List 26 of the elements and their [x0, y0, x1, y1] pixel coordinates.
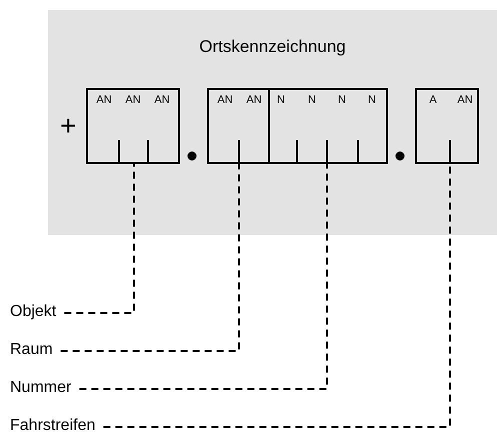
character-field-box — [268, 88, 388, 164]
character-type: AN — [457, 94, 473, 106]
leader-line — [79, 164, 328, 390]
character-field-box — [207, 88, 270, 164]
character-type: AN — [246, 94, 262, 106]
character-type: N — [277, 94, 285, 106]
character-type: N — [308, 94, 316, 106]
character-type: AN — [217, 94, 233, 106]
character-type: N — [368, 94, 376, 106]
field-label: Objekt — [10, 302, 56, 322]
character-type: AN — [96, 94, 112, 106]
panel-background — [48, 10, 497, 235]
leader-line — [64, 164, 135, 314]
character-type: AN — [125, 94, 141, 106]
panel-title: Ortskennzeichnung — [198, 37, 347, 57]
leader-line — [103, 164, 451, 428]
character-type: A — [429, 94, 437, 106]
field-label: Raum — [10, 340, 53, 360]
character-type: N — [338, 94, 346, 106]
character-field-box — [86, 88, 180, 164]
field-label: Nummer — [10, 378, 72, 398]
character-field-box — [415, 88, 479, 164]
field-label: Fahrstreifen — [10, 416, 96, 436]
leader-line — [60, 164, 240, 352]
plus-sign: + — [60, 110, 76, 142]
character-type: AN — [154, 94, 170, 106]
